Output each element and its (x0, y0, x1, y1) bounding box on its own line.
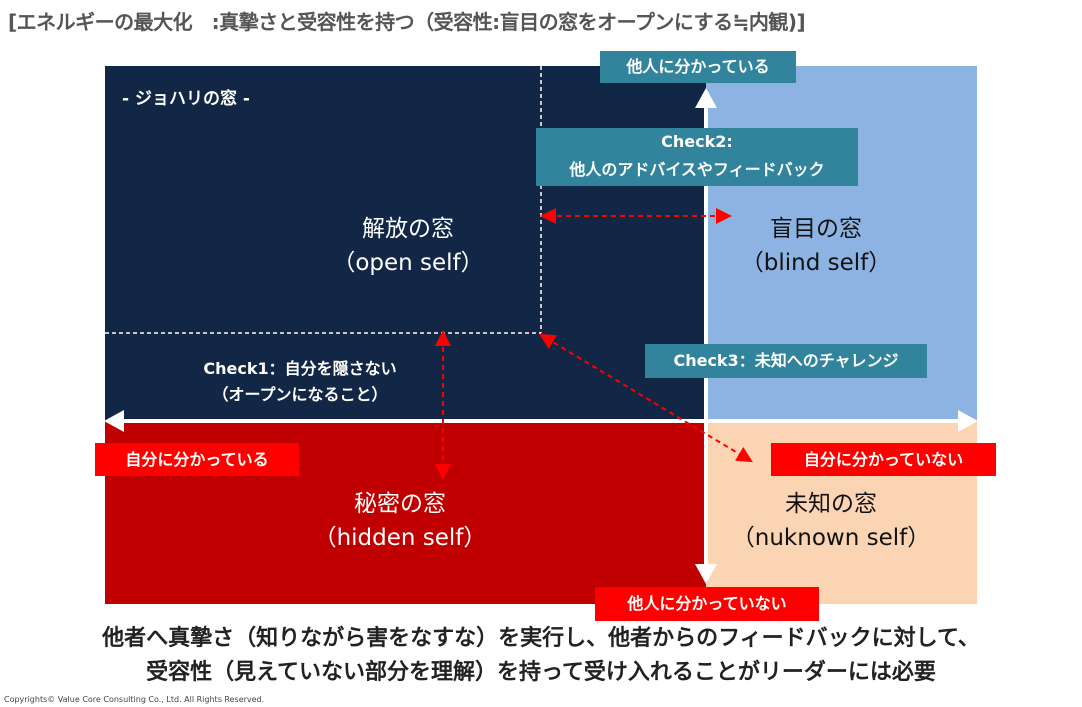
check2-line2: 他人のアドバイスやフィードバック (569, 160, 825, 179)
check3-arrow (539, 333, 753, 463)
check2-label: Check2: 他人のアドバイスやフィードバック (536, 128, 858, 186)
quadrant-blind-text: 盲目の窓 （blind self） (716, 212, 916, 280)
check3-label: Check3：未知へのチャレンジ (645, 344, 927, 378)
axis-arrow-up-icon (695, 88, 717, 108)
axis-label-bottom: 他人に分かっていない (595, 587, 819, 621)
quadrant-open-sub: （open self） (332, 250, 484, 276)
check1-line1: Check1：自分を隠さない (203, 359, 397, 378)
quadrant-unknown-name: 未知の窓 (785, 491, 877, 517)
quadrant-blind-sub: （blind self） (740, 250, 892, 276)
bottom-message: 他者へ真摯さ（知りながら害をなすな）を実行し、他者からのフィードバックに対して、… (0, 622, 1082, 690)
quadrant-open-name: 解放の窓 (362, 216, 454, 242)
page-title: [エネルギーの最大化 :真摯さと受容性を持つ（受容性:盲目の窓をオープンにする≒… (8, 10, 806, 34)
check1-line2: （オープンになること） (212, 385, 388, 404)
quadrant-unknown-text: 未知の窓 （nuknown self） (716, 487, 946, 555)
quadrant-hidden-name: 秘密の窓 (354, 491, 446, 517)
bottom-message-line2: 受容性（見えていない部分を理解）を持って受け入れることがリーダーには必要 (146, 660, 936, 685)
axis-arrow-down-icon (695, 564, 717, 584)
axis-label-left: 自分に分かっている (95, 443, 299, 476)
bottom-message-line1: 他者へ真摯さ（知りながら害をなすな）を実行し、他者からのフィードバックに対して、 (102, 626, 980, 651)
johari-window-label: - ジョハリの窓 - (122, 89, 250, 109)
axis-arrow-right-icon (958, 410, 978, 432)
quadrant-blind-name: 盲目の窓 (770, 216, 862, 242)
copyright: Copyrights© Value Core Consulting Co., L… (4, 695, 265, 704)
axis-arrow-left-icon (104, 410, 124, 432)
quadrant-open-text: 解放の窓 （open self） (308, 212, 508, 280)
quadrant-hidden-text: 秘密の窓 （hidden self） (290, 487, 510, 555)
quadrant-hidden-sub: （hidden self） (313, 525, 487, 551)
check1-note: Check1：自分を隠さない （オープンになること） (150, 356, 450, 408)
check2-line1: Check2: (661, 132, 733, 151)
axis-label-right: 自分に分かっていない (771, 443, 996, 476)
axis-label-top: 他人に分かっている (600, 51, 796, 83)
quadrant-unknown-sub: （nuknown self） (731, 525, 931, 551)
